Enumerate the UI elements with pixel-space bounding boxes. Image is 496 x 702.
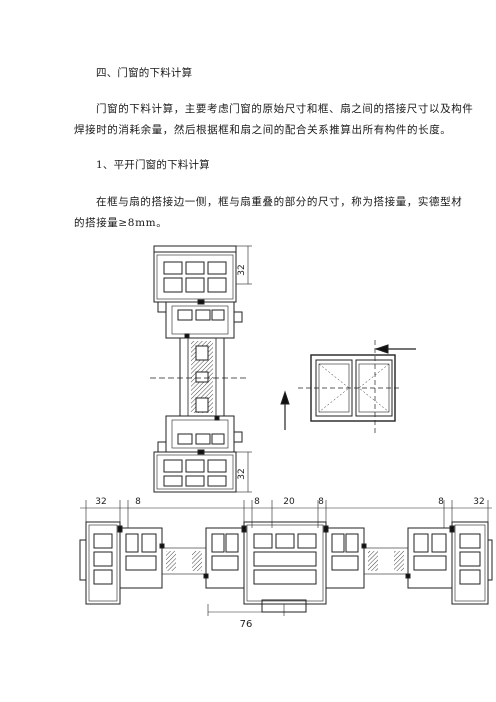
overlap-line-1: 在框与扇的搭接边一侧，框与扇重叠的部分的尺寸，称为搭接量，实德型材 — [96, 196, 463, 208]
dim-label-8-mid-right: 8 — [318, 497, 324, 507]
dim-label-32-left: 32 — [95, 497, 106, 507]
horizontal-profile-section — [79, 500, 493, 616]
intro-paragraph: 门窗的下料计算，主要考虑门窗的原始尺寸和框、扇之间的搭接尺寸以及构件 焊接时的消… — [74, 99, 474, 141]
subsection-heading: 1、平开门窗的下料计算 — [96, 159, 210, 171]
section-heading: 四、门窗的下料计算 — [96, 67, 193, 79]
dim-label-8-mid-left: 8 — [254, 497, 260, 507]
intro-line-2: 焊接时的消耗余量，然后根据框和扇之间的配合关系推算出所有构件的长度。 — [74, 124, 452, 136]
overlap-paragraph: 在框与扇的搭接边一侧，框与扇重叠的部分的尺寸，称为搭接量，实德型材 的搭接量≥8… — [74, 192, 463, 234]
dim-label-32-right: 32 — [473, 497, 484, 507]
overlap-line-2: 的搭接量≥8mm。 — [74, 217, 168, 229]
dim-label-top-32: 32 — [237, 264, 247, 275]
window-schematic — [280, 340, 416, 436]
dim-label-bottom-32: 32 — [237, 468, 247, 479]
dim-label-76: 76 — [240, 619, 253, 630]
intro-line-1: 门窗的下料计算，主要考虑门窗的原始尺寸和框、扇之间的搭接尺寸以及构件 — [96, 103, 474, 115]
dim-label-20: 20 — [283, 497, 295, 507]
dim-label-8-left: 8 — [135, 497, 141, 507]
vertical-profile-section — [150, 245, 252, 493]
dim-label-8-right: 8 — [438, 497, 444, 507]
